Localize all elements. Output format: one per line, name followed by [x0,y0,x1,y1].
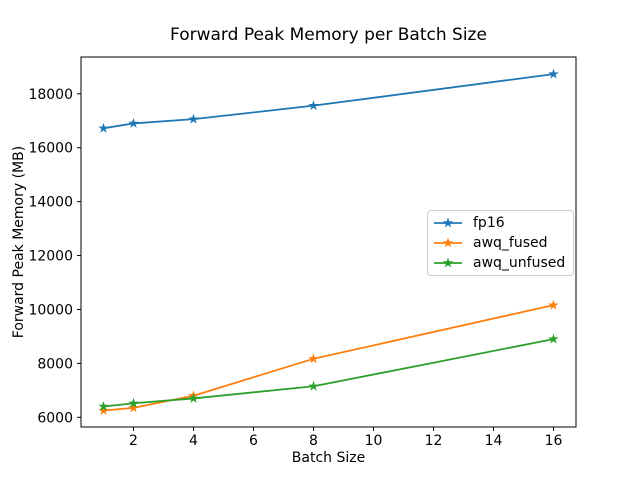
series-marker-fp16 [128,117,139,128]
x-tick-label: 16 [545,433,563,449]
series-marker-awq_unfused [308,380,319,391]
series-marker-awq_unfused [128,397,139,408]
series-marker-fp16 [98,122,109,133]
legend-label-awq-fused: awq_fused [473,235,548,251]
series-line-awq_fused [102,304,555,412]
x-tick-label: 10 [365,433,383,449]
series-marker-awq_unfused [188,392,199,403]
series-line-fp16 [102,73,555,130]
legend-item-fp16: fp16 [433,213,565,233]
series-marker-awq_unfused [548,333,559,344]
series-line-awq_unfused [102,338,555,408]
awq-fused-line-marker-icon [434,237,462,248]
plot-border [80,56,577,428]
legend-label-fp16: fp16 [473,215,505,231]
series-marker-awq_fused [128,402,139,413]
y-tick-label: 18000 [28,87,73,103]
series-marker-awq_fused [548,299,559,310]
series-marker-fp16 [548,68,559,79]
x-axis-label: Batch Size [291,450,366,466]
legend-swatch-star-icon [442,217,454,228]
legend-item-awq-fused: awq_fused [433,233,565,253]
y-tick-label: 16000 [28,141,73,157]
x-tick-label: 8 [309,433,318,449]
legend-swatch-star-icon [442,257,454,268]
x-tick-label: 4 [189,433,198,449]
series-marker-fp16 [188,113,199,124]
x-tick-label: 2 [129,433,138,449]
chart-title: Forward Peak Memory per Batch Size [170,25,487,45]
y-tick-label: 12000 [28,249,73,265]
y-tick-label: 10000 [28,302,73,318]
legend-label-awq-unfused: awq_unfused [473,255,566,271]
series-marker-awq_fused [308,353,319,364]
legend-swatch-star-icon [442,237,454,248]
y-tick-label: 8000 [37,356,73,372]
fp16-line-marker-icon [434,217,462,228]
x-tick-label: 14 [485,433,503,449]
y-axis-label: Forward Peak Memory (MB) [11,145,27,339]
legend-item-awq-unfused: awq_unfused [433,253,565,273]
awq-unfused-line-marker-icon [434,257,462,268]
x-tick-label: 12 [425,433,443,449]
series-marker-fp16 [308,100,319,111]
x-tick-label: 6 [249,433,258,449]
series-marker-awq_fused [98,405,109,416]
legend: fp16 awq_fused awq_unfused [427,210,575,276]
y-tick-label: 6000 [37,410,73,426]
y-tick-label: 14000 [28,195,73,211]
series-marker-awq_unfused [98,401,109,411]
